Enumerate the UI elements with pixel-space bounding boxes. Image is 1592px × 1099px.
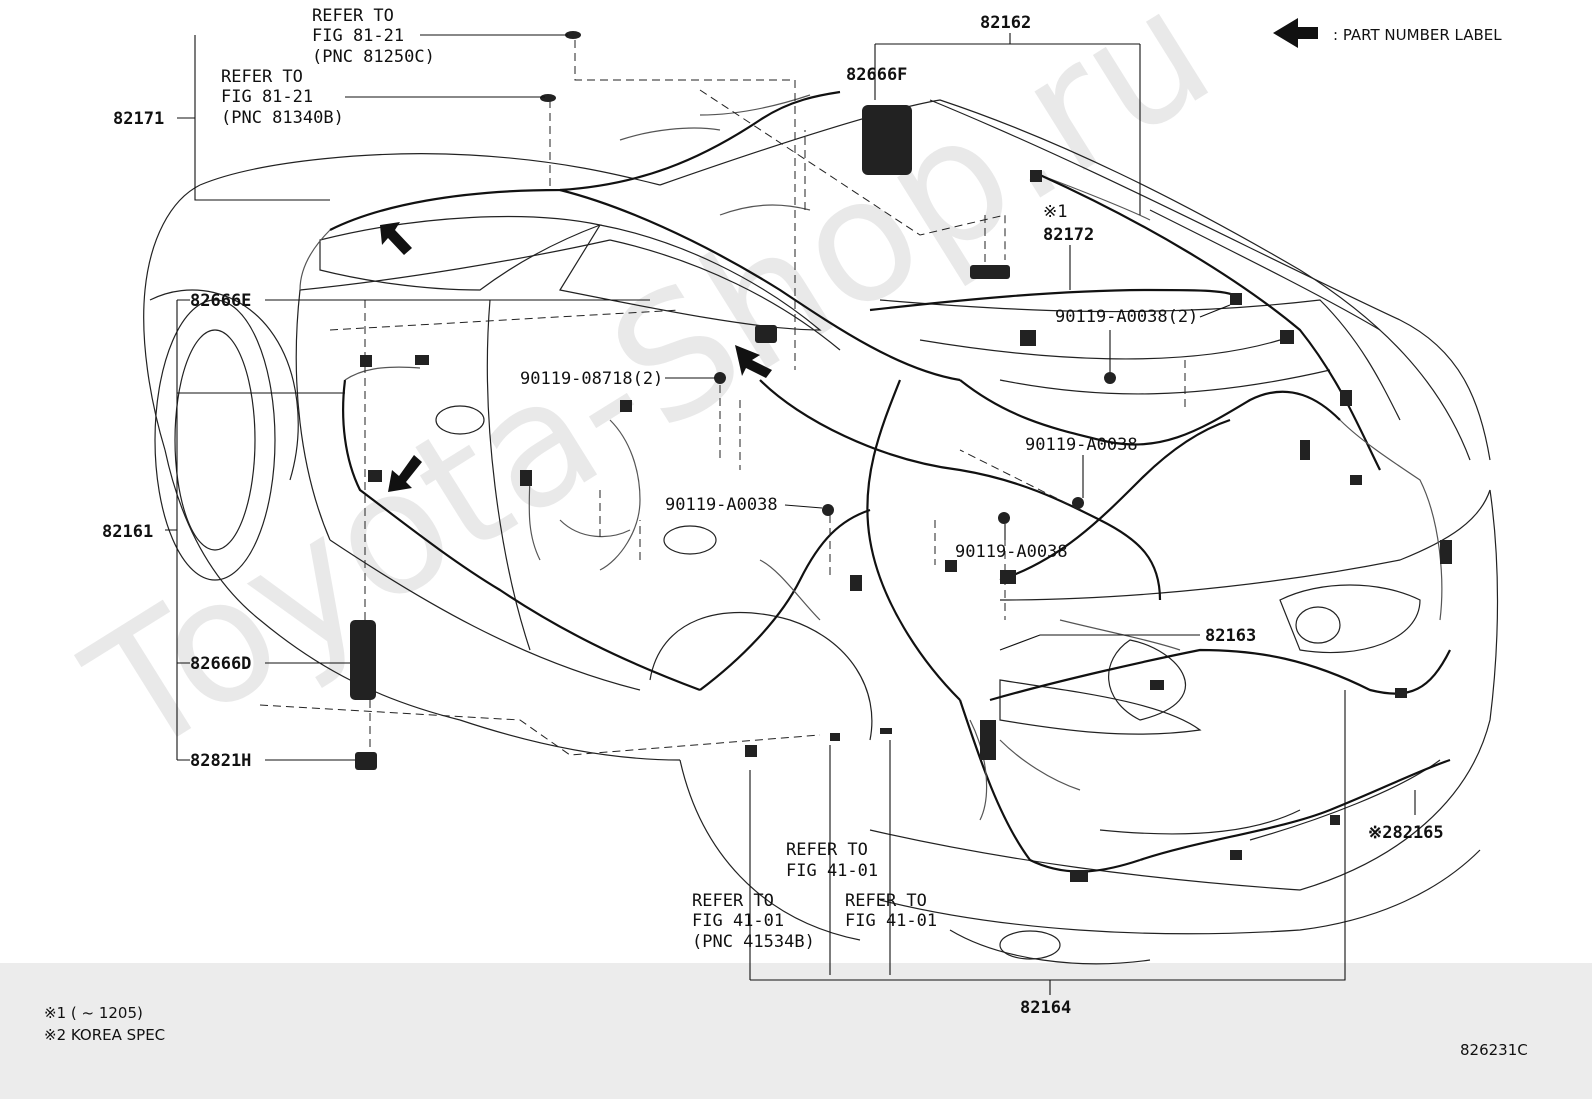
car-body-outline [143, 99, 1499, 965]
ref-label-1-line1: REFER TO [312, 6, 394, 26]
note-mark-1: ※1 [1043, 202, 1067, 222]
ref-label-4-line1: REFER TO [692, 891, 774, 911]
ref-label-1-line3: (PNC 81250C) [312, 47, 435, 67]
part-number-82165: ※282165 [1368, 823, 1444, 843]
ref-label-4-line3: (PNC 41534B) [692, 932, 815, 952]
part-number-90119-A0038-2: 90119-A0038(2) [1055, 307, 1198, 327]
ref-label-2-line2: FIG 81-21 [221, 87, 313, 107]
clip-90119-08718-icon [714, 372, 726, 384]
ref-label-2-line1: REFER TO [221, 67, 303, 87]
ref-label-3-line2: FIG 41-01 [786, 861, 878, 881]
part-number-82163: 82163 [1205, 626, 1256, 646]
part-number-label-arrows [380, 18, 1318, 492]
part-number-82162: 82162 [980, 13, 1031, 33]
junction-block-82666F-icon [862, 105, 912, 175]
clip-82821H-icon [355, 752, 377, 770]
ref-label-5-line2: FIG 41-01 [845, 911, 937, 931]
part-number-82171: 82171 [113, 109, 164, 129]
footer-band [0, 963, 1592, 1099]
label-arrow-icon [388, 455, 422, 492]
part-number-90119-A0038-middle: 90119-A0038 [665, 495, 778, 515]
part-number-82666D: 82666D [190, 654, 251, 674]
callout-labels: REFER TO FIG 81-21 (PNC 81250C) REFER TO… [102, 6, 1444, 1018]
label-arrow-icon [735, 345, 772, 378]
ref-label-4-line2: FIG 41-01 [692, 911, 784, 931]
leader-lines [165, 33, 1416, 995]
bracket-82666D-icon [350, 620, 376, 700]
part-number-82161: 82161 [102, 522, 153, 542]
ref-label-1-line2: FIG 81-21 [312, 26, 404, 46]
figure-id: 826231C [1460, 1041, 1528, 1059]
ref-label-2-line3: (PNC 81340B) [221, 108, 344, 128]
part-number-82666F: 82666F [846, 65, 907, 85]
label-arrow-icon [380, 222, 412, 255]
ref-label-3-line1: REFER TO [786, 840, 868, 860]
wire-harness [299, 90, 1451, 873]
dashed-reference-lines [259, 40, 1186, 756]
part-number-90119-08718-2: 90119-08718(2) [520, 369, 663, 389]
part-number-90119-A0038-lower: 90119-A0038 [955, 542, 1068, 562]
legend-arrow-icon [1273, 18, 1318, 48]
connector-symbols [350, 31, 1452, 882]
ref-label-5-line1: REFER TO [845, 891, 927, 911]
footnote-2: ※2 KOREA SPEC [44, 1026, 165, 1044]
part-number-82172: 82172 [1043, 225, 1094, 245]
part-number-82666E: 82666E [190, 291, 251, 311]
footnote-1: ※1 ( ~ 1205) [44, 1004, 143, 1022]
legend-label: : PART NUMBER LABEL [1333, 26, 1502, 44]
clip-90119-A0038-icon [1104, 372, 1116, 384]
part-number-90119-A0038-right: 90119-A0038 [1025, 435, 1138, 455]
part-number-82164: 82164 [1020, 998, 1071, 1018]
part-number-82821H: 82821H [190, 751, 251, 771]
